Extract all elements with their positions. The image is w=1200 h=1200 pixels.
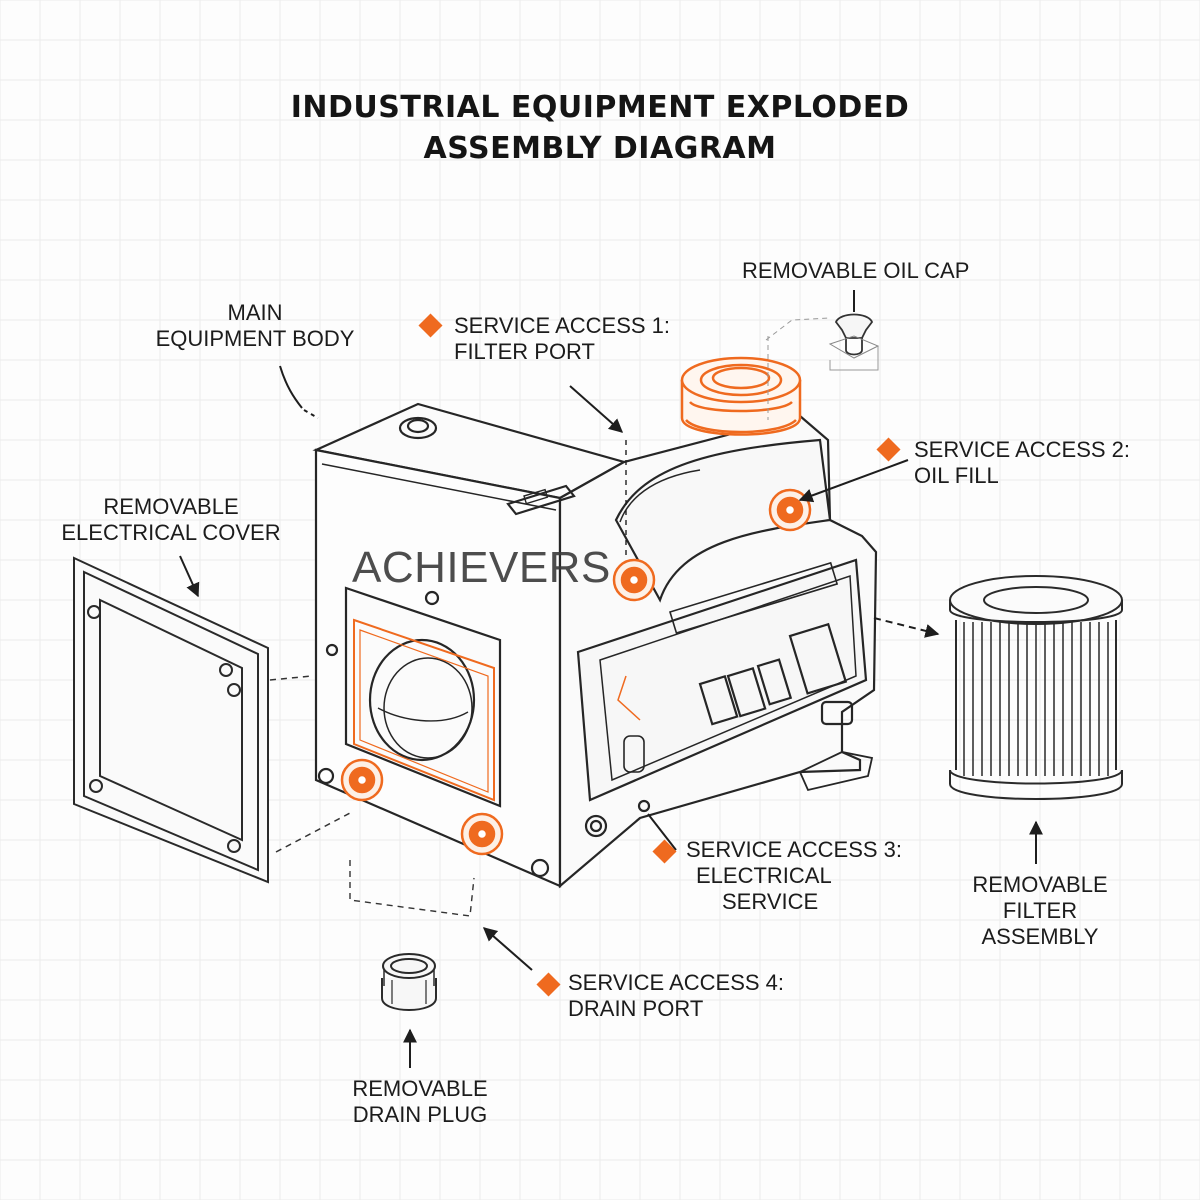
label-line: REMOVABLE — [352, 1076, 488, 1101]
label-line: EQUIPMENT BODY — [155, 326, 355, 351]
callout-leaders — [179, 290, 1043, 1068]
cover-assembly-guide — [275, 811, 353, 853]
service-access-bolts — [340, 488, 812, 856]
main-body-leader-dash — [303, 409, 319, 419]
label-line: MAIN — [227, 300, 283, 325]
oil-fill-neck — [680, 356, 802, 436]
label-removable-drain-plug: REMOVABLE DRAIN PLUG — [330, 1076, 510, 1128]
oil-cap-part — [765, 313, 880, 371]
label-line: SERVICE ACCESS 4: — [568, 970, 785, 995]
filter-assembly-arrow — [873, 617, 940, 638]
drain-port-bolt-right — [460, 812, 504, 856]
drain-port-bolt-left — [340, 758, 384, 802]
cover-assembly-guide-upper — [269, 675, 313, 681]
label-removable-oil-cap: REMOVABLE OIL CAP — [742, 258, 969, 284]
oil-fill-arrow — [798, 459, 909, 503]
main-body-leader — [279, 365, 303, 409]
label-line: SERVICE ACCESS 2: — [914, 437, 1131, 462]
electrical-cover-arrow — [179, 555, 200, 598]
filter-port-flange-highlight-inner — [359, 629, 489, 793]
label-line: ELECTRICAL — [696, 863, 832, 888]
label-service-access-3: SERVICE ACCESS 3: ELECTRICAL SERVICE — [686, 837, 902, 915]
label-removable-electrical-cover: REMOVABLE ELECTRICAL COVER — [58, 494, 284, 546]
label-removable-filter-assembly: REMOVABLE FILTER ASSEMBLY — [950, 872, 1130, 950]
diagram-title-line-2: ASSEMBLY DIAGRAM — [423, 131, 777, 166]
label-line: ASSEMBLY — [981, 924, 1099, 949]
main-equipment-body — [312, 402, 878, 889]
label-line: SERVICE ACCESS 1: — [454, 313, 671, 338]
filter-port-flange-highlight — [353, 618, 495, 802]
watermark-text: ACHIEVERS — [352, 543, 611, 592]
electrical-cover-panel — [73, 556, 269, 884]
electrical-service-trace — [617, 675, 641, 721]
label-service-access-1: SERVICE ACCESS 1: FILTER PORT — [454, 313, 670, 365]
diagram-title-line-1: INDUSTRIAL EQUIPMENT EXPLODED — [290, 90, 910, 125]
label-line: FILTER PORT — [454, 339, 595, 364]
label-line: REMOVABLE OIL CAP — [742, 258, 970, 283]
label-line: ELECTRICAL COVER — [61, 520, 281, 545]
drain-port-arrow — [482, 927, 533, 971]
label-line: OIL FILL — [914, 463, 999, 488]
label-service-access-4: SERVICE ACCESS 4: DRAIN PORT — [568, 970, 784, 1022]
drain-plug-part — [381, 953, 437, 1011]
label-line: SERVICE ACCESS 3: — [686, 837, 903, 862]
filter-port-arrow — [569, 385, 624, 433]
filter-cartridge — [949, 575, 1123, 800]
label-line: FILTER — [1002, 898, 1078, 923]
label-service-access-2: SERVICE ACCESS 2: OIL FILL — [914, 437, 1130, 489]
label-main-equipment-body: MAIN EQUIPMENT BODY — [148, 300, 362, 352]
electrical-service-leader — [647, 813, 677, 851]
label-line: REMOVABLE — [103, 494, 239, 519]
label-line: SERVICE — [722, 889, 819, 914]
label-line: DRAIN PLUG — [352, 1102, 488, 1127]
label-line: DRAIN PORT — [568, 996, 704, 1021]
filter-port-bolt — [612, 558, 656, 602]
oil-fill-bolt — [768, 488, 812, 532]
drain-guide — [349, 860, 475, 917]
label-line: REMOVABLE — [972, 872, 1108, 897]
